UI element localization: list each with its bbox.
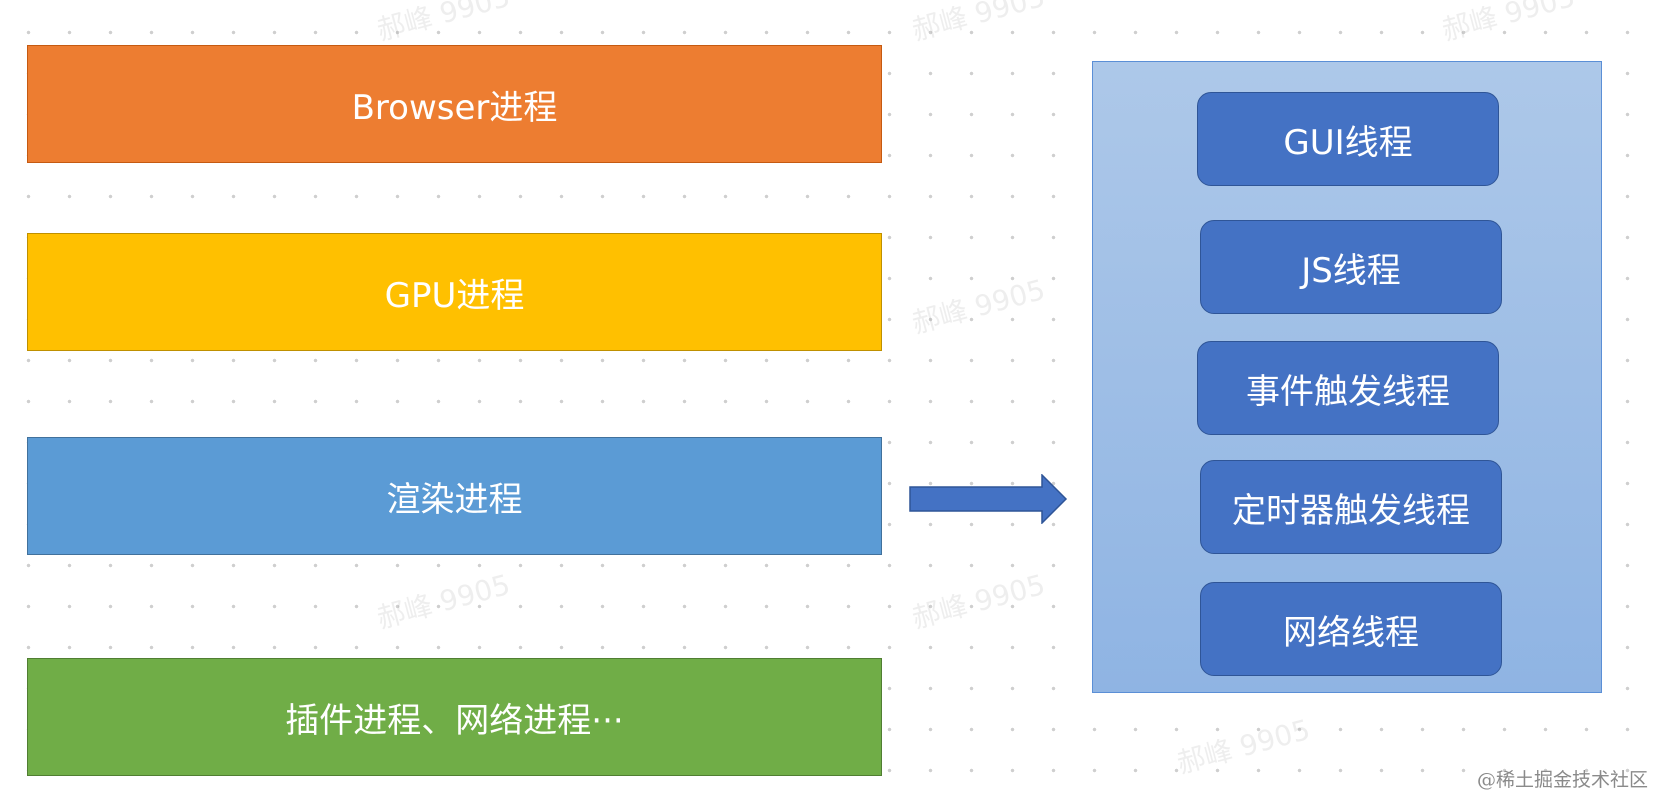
render-process-bar: 渲染进程 <box>27 437 882 555</box>
gpu-process-label: GPU进程 <box>384 275 525 316</box>
timer-trigger-thread-box: 定时器触发线程 <box>1200 460 1502 554</box>
event-trigger-thread-box: 事件触发线程 <box>1197 341 1499 435</box>
render-process-label: 渲染进程 <box>386 479 523 520</box>
arrow-right-icon <box>909 474 1068 524</box>
render-thread-panel: GUI线程 JS线程 事件触发线程 定时器触发线程 网络线程 <box>1092 61 1602 693</box>
watermark-text: 郝峰 9905 <box>373 567 514 636</box>
timer-trigger-thread-label: 定时器触发线程 <box>1232 490 1470 531</box>
watermark-text: 郝峰 9905 <box>1173 712 1314 781</box>
browser-process-bar: Browser进程 <box>27 45 882 163</box>
watermark-text: 郝峰 9905 <box>908 567 1049 636</box>
footer-credit: @稀土掘金技术社区 <box>1476 769 1648 791</box>
js-thread-label: JS线程 <box>1301 250 1401 291</box>
gui-thread-label: GUI线程 <box>1283 122 1413 163</box>
js-thread-box: JS线程 <box>1200 220 1502 314</box>
plugin-process-label: 插件进程、网络进程··· <box>285 700 624 741</box>
watermark-text: 郝峰 9905 <box>373 0 514 48</box>
watermark-text: 郝峰 9905 <box>1438 0 1579 48</box>
network-thread-label: 网络线程 <box>1283 612 1419 653</box>
browser-process-label: Browser进程 <box>351 87 558 128</box>
gpu-process-bar: GPU进程 <box>27 233 882 351</box>
plugin-process-bar: 插件进程、网络进程··· <box>27 658 882 776</box>
watermark-text: 郝峰 9905 <box>908 0 1049 48</box>
event-trigger-thread-label: 事件触发线程 <box>1246 371 1450 412</box>
gui-thread-box: GUI线程 <box>1197 92 1499 186</box>
watermark-text: 郝峰 9905 <box>908 272 1049 341</box>
network-thread-box: 网络线程 <box>1200 582 1502 676</box>
